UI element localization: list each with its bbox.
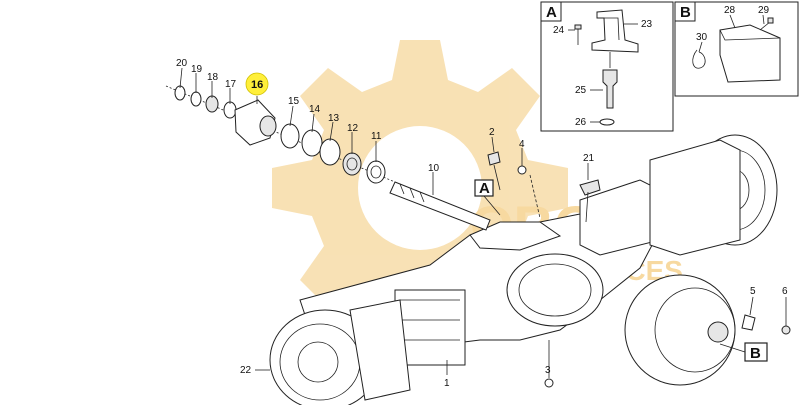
- label-20: 20: [176, 58, 188, 69]
- label-24: 24: [553, 25, 565, 36]
- callout-a: [474, 179, 501, 216]
- left-hub-assembly: [269, 299, 411, 405]
- label-10: 10: [428, 163, 440, 174]
- label-23: 23: [641, 19, 653, 30]
- label-26: 26: [575, 117, 587, 128]
- label-5: 5: [750, 286, 756, 297]
- highlight-marker: [245, 72, 269, 96]
- small-parts: [487, 151, 791, 388]
- label-6: 6: [782, 286, 788, 297]
- label-25: 25: [575, 85, 587, 96]
- label-3: 3: [545, 365, 551, 376]
- label-14: 14: [309, 104, 321, 115]
- label-28: 28: [724, 5, 736, 16]
- leader-lines: [179, 67, 787, 375]
- label-21: 21: [583, 153, 595, 164]
- inset-b: [674, 1, 799, 97]
- label-17: 17: [225, 79, 237, 90]
- label-19: 19: [191, 64, 203, 75]
- label-15: 15: [288, 96, 300, 107]
- drive-shaft: [389, 181, 491, 231]
- inset-a-letter: A: [546, 4, 557, 21]
- right-hub-assembly: [624, 134, 778, 386]
- label-4: 4: [519, 139, 525, 150]
- label-12: 12: [347, 123, 359, 134]
- label-2: 2: [489, 127, 495, 138]
- label-11: 11: [371, 131, 382, 142]
- label-29: 29: [758, 5, 770, 16]
- label-22: 22: [240, 365, 252, 376]
- label-18: 18: [207, 72, 219, 83]
- label-13: 13: [328, 113, 340, 124]
- exploded-parts: [165, 85, 396, 184]
- inset-b-letter: B: [680, 4, 691, 21]
- label-30: 30: [696, 32, 708, 43]
- inset-a: [540, 1, 674, 132]
- callout-b: [719, 342, 768, 362]
- callout-a-letter: A: [479, 180, 490, 197]
- callout-b-letter: B: [750, 345, 761, 362]
- label-16: 16: [251, 79, 263, 91]
- label-1: 1: [444, 378, 450, 389]
